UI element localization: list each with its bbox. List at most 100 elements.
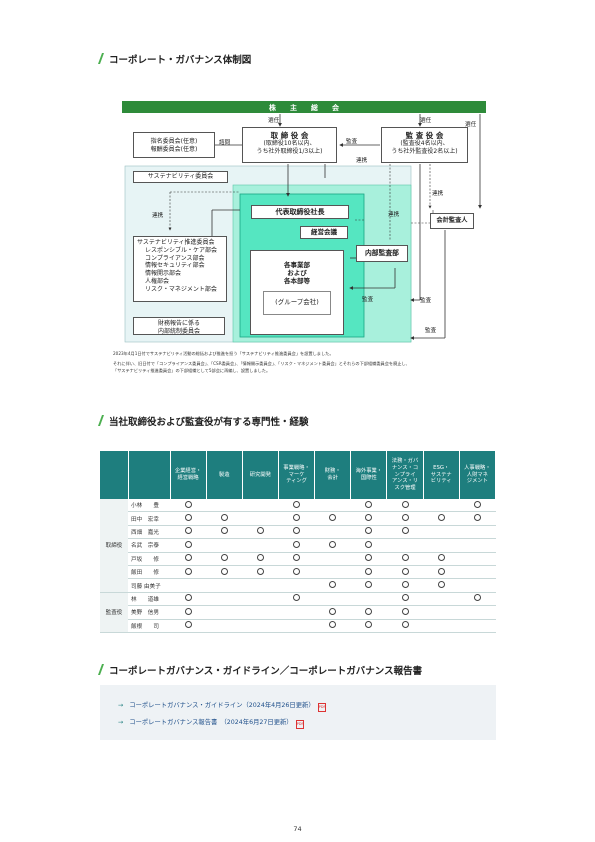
skill-header: 人事戦略・ 人財マネ ジメント (459, 451, 497, 499)
skill-cell (423, 578, 460, 593)
skill-cell (423, 619, 460, 633)
pdf-icon: PDF (317, 703, 326, 712)
management-meeting-box: 経営会議 (300, 226, 348, 239)
circle-mark-icon (293, 567, 301, 575)
circle-mark-icon (220, 567, 228, 575)
skill-cell (350, 538, 387, 553)
member-name: 飯田 修 (128, 565, 170, 580)
skill-cell (278, 592, 315, 607)
divisions-box: 各事業部 および 各本部等 (グループ会社) (250, 250, 344, 335)
skill-cell (386, 565, 424, 580)
skill-header: 事業戦略・ マーケ ティング (278, 451, 316, 499)
header-blank (100, 451, 129, 499)
skill-cell (206, 592, 243, 607)
slash-icon (97, 53, 105, 64)
skill-cell (459, 552, 496, 566)
skill-cell (459, 565, 496, 580)
circle-mark-icon (329, 607, 337, 615)
circle-mark-icon (365, 527, 373, 535)
skill-cell (350, 525, 387, 540)
member-name: 美野 信男 (128, 605, 170, 620)
diagram-note-3: 「サステナビリティ推進委員会」の下部組織として5部会に再編し、設置しました。 (113, 368, 271, 373)
circle-mark-icon (365, 514, 373, 522)
skill-cell (386, 619, 424, 633)
skill-cell (459, 605, 496, 620)
circle-mark-icon (220, 527, 228, 535)
skill-cell (459, 619, 496, 633)
skill-cell (423, 565, 460, 580)
circle-mark-icon (365, 554, 373, 562)
table-row: 名武 宗泰 (100, 538, 496, 553)
skill-header: 海外事業・ 国際性 (350, 451, 388, 499)
skill-cell (423, 605, 460, 620)
circle-mark-icon (184, 607, 192, 615)
circle-mark-icon (329, 514, 337, 522)
skill-cell (206, 565, 243, 580)
skill-cell (278, 525, 315, 540)
skill-cell (314, 592, 351, 607)
skill-cell (459, 499, 496, 513)
circle-mark-icon (365, 621, 373, 629)
skill-cell (206, 525, 243, 540)
circle-mark-icon (365, 581, 373, 589)
member-name: 司藤 由美子 (128, 578, 170, 593)
table-row: 戸坂 修 (100, 552, 496, 566)
skill-cell (242, 511, 279, 526)
skill-cell (170, 511, 207, 526)
skill-cell (242, 578, 279, 593)
circle-mark-icon (184, 621, 192, 629)
skill-cell (423, 525, 460, 540)
skill-cell (206, 578, 243, 593)
skill-cell (350, 578, 387, 593)
circle-mark-icon (437, 514, 445, 522)
circle-mark-icon (365, 500, 373, 508)
arrow-right-icon: → (118, 719, 124, 726)
link-governance-report[interactable]: →コーポレートガバナンス報告書 （2024年6月27日更新）PDF (118, 717, 304, 729)
skill-cell (170, 538, 207, 553)
section-title-skills: 当社取締役および監査役が有する専門性・経験 (97, 414, 309, 428)
skill-cell (386, 511, 424, 526)
skill-cell (242, 499, 279, 513)
skill-cell (314, 578, 351, 593)
shareholders-meeting-box: 株 主 総 会 (122, 101, 486, 113)
skill-cell (350, 592, 387, 607)
skill-header: 法務・ガバ ナンス・コ ンプライ アンス・リ スク管理 (386, 451, 424, 499)
skills-body: 取締役小林 豊田中 宏幸西畑 嘉光名武 宗泰戸坂 修飯田 修司藤 由美子監査役林… (100, 499, 496, 633)
link-governance-guideline[interactable]: →コーポレートガバナンス・ガイドライン（2024年4月26日更新）PDF (118, 700, 326, 712)
circle-mark-icon (365, 567, 373, 575)
skill-cell (314, 525, 351, 540)
circle-mark-icon (329, 581, 337, 589)
diagram-note-2: それに伴い、旧日付で「コンプライアンス委員会」、「CSR委員会」、「情報開示委員… (113, 361, 410, 366)
circle-mark-icon (401, 621, 409, 629)
skill-cell (206, 538, 243, 553)
skill-cell (170, 499, 207, 513)
circle-mark-icon (220, 554, 228, 562)
skill-header: ESG・ サステナ ビリティ (423, 451, 460, 499)
skill-cell (423, 499, 460, 513)
circle-mark-icon (401, 607, 409, 615)
skill-cell (386, 578, 424, 593)
circle-mark-icon (184, 527, 192, 535)
slash-icon (97, 664, 105, 675)
circle-mark-icon (437, 567, 445, 575)
circle-mark-icon (293, 554, 301, 562)
table-row: 飯根 司 (100, 619, 496, 633)
skills-matrix-table: 企業経営・ 経営戦略製造研究開発事業戦略・ マーケ ティング財務・ 会計海外事業… (100, 451, 497, 633)
audit-board-box: 監 査 役 会 (監査役4名以内、 うち社外監査役2名以上) (381, 127, 468, 163)
skill-cell (206, 499, 243, 513)
member-name: 西畑 嘉光 (128, 525, 170, 540)
section-title-governance-chart: コーポレート・ガバナンス体制図 (97, 52, 251, 66)
circle-mark-icon (401, 567, 409, 575)
circle-mark-icon (437, 581, 445, 589)
header-blank (128, 451, 171, 499)
circle-mark-icon (365, 540, 373, 548)
skill-cell (350, 565, 387, 580)
circle-mark-icon (256, 527, 264, 535)
skill-cell (314, 565, 351, 580)
skill-cell (386, 538, 424, 553)
circle-mark-icon (220, 514, 228, 522)
table-row: 飯田 修 (100, 565, 496, 580)
skill-cell (170, 605, 207, 620)
skill-header: 研究開発 (242, 451, 279, 499)
skill-cell (350, 511, 387, 526)
